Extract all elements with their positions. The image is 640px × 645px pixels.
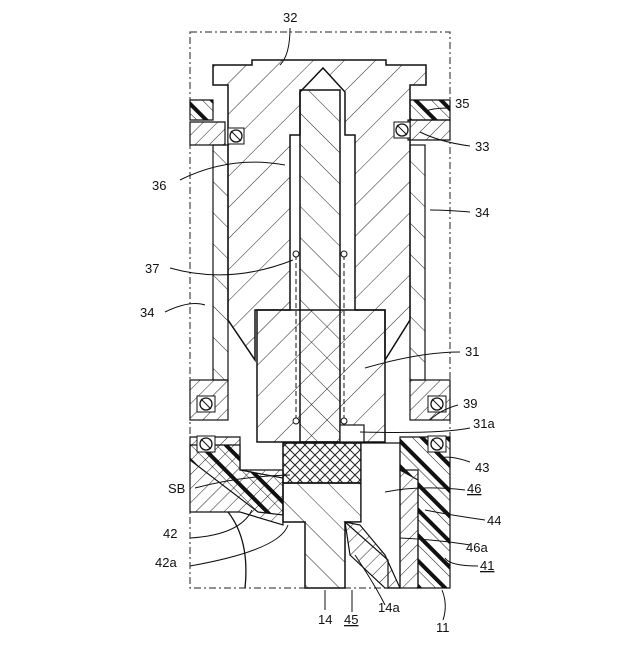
label-35: 35: [455, 96, 469, 111]
label-37: 37: [145, 261, 159, 276]
flange-33-left: [190, 122, 225, 145]
label-33: 33: [475, 139, 489, 154]
label-31: 31: [465, 344, 479, 359]
curved-edge-42a: [228, 512, 246, 588]
label-45: 45: [344, 612, 358, 627]
o-ring-upper-left: [228, 128, 244, 144]
label-SB: SB: [168, 481, 185, 496]
label-41: 41: [480, 558, 494, 573]
label-43: 43: [475, 460, 489, 475]
o-ring-body-right: [428, 436, 446, 452]
label-32: 32: [283, 10, 297, 25]
label-11: 11: [436, 620, 450, 635]
o-ring-lower-left: [197, 396, 215, 412]
central-rod: [300, 90, 340, 442]
label-46a: 46a: [466, 540, 488, 555]
label-31a: 31a: [473, 416, 495, 431]
label-39: 39: [463, 396, 477, 411]
label-34-right: 34: [475, 205, 489, 220]
gasket-35-left: [190, 100, 213, 120]
o-ring-body-left: [197, 436, 215, 452]
label-34-left: 34: [140, 305, 154, 320]
label-14: 14: [318, 612, 332, 627]
tube-wall-right: [410, 145, 425, 380]
o-ring-upper-right: [394, 122, 410, 138]
label-44: 44: [487, 513, 501, 528]
tube-wall-left: [213, 145, 228, 380]
label-42a: 42a: [155, 555, 177, 570]
label-46: 46: [467, 481, 481, 496]
wall-46a: [400, 470, 418, 588]
o-ring-lower-right: [428, 396, 446, 412]
label-42: 42: [163, 526, 177, 541]
label-14a: 14a: [378, 600, 400, 615]
plug-SB: [283, 443, 361, 483]
tab-31a: [340, 425, 364, 442]
flange-33-right: [408, 120, 450, 140]
label-36: 36: [152, 178, 166, 193]
